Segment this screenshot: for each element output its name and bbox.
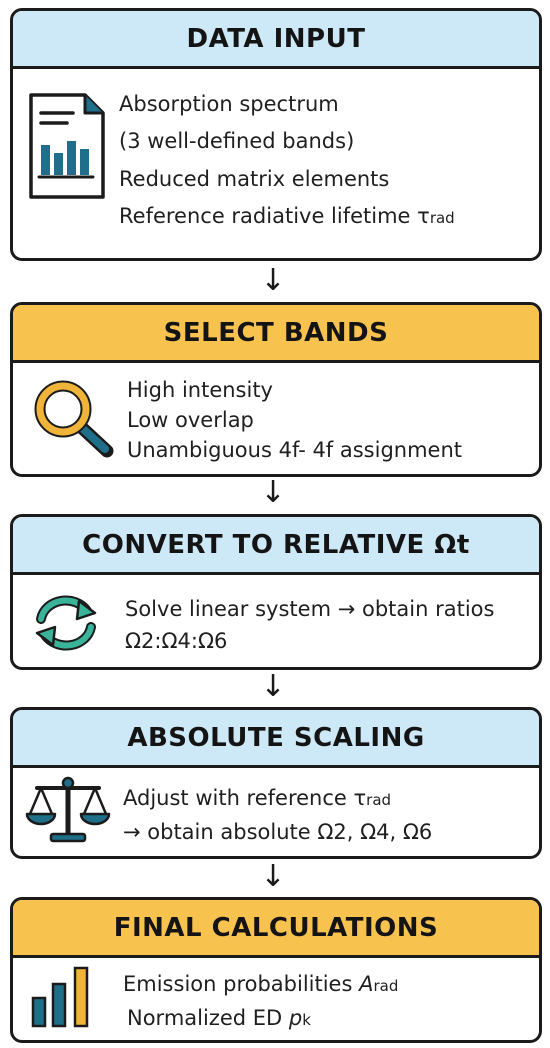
detail-line: → obtain absolute Ω2, Ω4, Ω6	[123, 820, 433, 844]
detail-line: Emission probabilities Arad	[123, 972, 399, 996]
bar-chart-icon	[29, 964, 95, 1034]
detail-line: Reference radiative lifetime τrad	[119, 203, 455, 228]
detail-line: High intensity	[127, 378, 273, 402]
step-select-bands: SELECT BANDS High intensity Low overlap …	[10, 302, 542, 477]
flow-arrow: ↓	[260, 475, 286, 510]
detail-line: Ω2:Ω4:Ω6	[125, 629, 228, 653]
flow-arrow: ↓	[260, 669, 286, 704]
step-details: High intensity Low overlap Unambiguous 4…	[127, 375, 462, 465]
detail-line: Absorption spectrum	[119, 92, 339, 116]
step-data-input: DATA INPUT Absorption spectrum (3 well-d…	[10, 8, 542, 261]
detail-line: Low overlap	[127, 408, 254, 432]
detail-line: Solve linear system → obtain ratios	[125, 597, 495, 621]
detail-line: Normalized ED pk	[127, 1006, 311, 1030]
document-chart-icon	[27, 91, 107, 205]
step-title: DATA INPUT	[13, 11, 539, 69]
step-title: SELECT BANDS	[13, 305, 539, 363]
detail-line: Unambiguous 4f- 4f assignment	[127, 438, 463, 462]
step-title: FINAL CALCULATIONS	[13, 900, 539, 958]
step-details: Solve linear system → obtain ratios Ω2:Ω…	[125, 593, 494, 657]
step-title: CONVERT TO RELATIVE Ωt	[13, 517, 539, 575]
detail-line: Reduced matrix elements	[119, 166, 390, 191]
step-details: Absorption spectrum (3 well-defined band…	[119, 91, 455, 229]
step-title: ABSOLUTE SCALING	[13, 710, 539, 768]
magnifier-icon	[33, 379, 117, 463]
flow-arrow: ↓	[260, 859, 286, 894]
balance-scale-icon	[25, 774, 111, 852]
step-final-calculations: FINAL CALCULATIONS Emission probabilitie…	[10, 897, 542, 1043]
step-details: Emission probabilities Arad Normalized E…	[123, 968, 398, 1036]
detail-line: (3 well-defined bands)	[119, 129, 355, 154]
step-absolute-scaling: ABSOLUTE SCALING Adjust with reference τ…	[10, 707, 542, 859]
flow-arrow: ↓	[260, 263, 286, 298]
refresh-cycle-icon	[31, 593, 101, 657]
step-convert-relative: CONVERT TO RELATIVE Ωt Solve linear syst…	[10, 514, 542, 670]
detail-line: Adjust with reference τrad	[123, 786, 392, 810]
step-details: Adjust with reference τrad → obtain abso…	[123, 782, 432, 848]
